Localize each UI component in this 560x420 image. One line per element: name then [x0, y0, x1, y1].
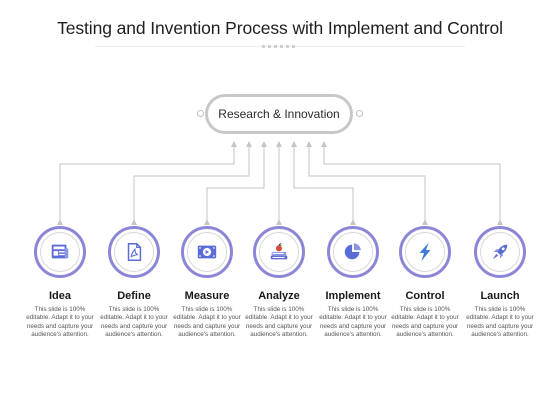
connector-idea: [57, 141, 237, 225]
step-control: Control This slide is 100% editable. Ada…: [389, 226, 461, 340]
step-description: This slide is 100% editable. Adapt it to…: [391, 306, 459, 339]
step-idea: Idea This slide is 100% editable. Adapt …: [24, 226, 96, 340]
step-ring: [108, 226, 160, 278]
step-description: This slide is 100% editable. Adapt it to…: [173, 306, 241, 339]
step-launch: Launch This slide is 100% editable. Adap…: [464, 226, 536, 340]
step-description: This slide is 100% editable. Adapt it to…: [100, 306, 168, 339]
step-description: This slide is 100% editable. Adapt it to…: [245, 306, 313, 339]
step-label: Define: [117, 290, 151, 302]
document-icon: [127, 243, 142, 261]
hub-research-innovation: Research & Innovation: [205, 94, 353, 134]
step-ring: [34, 226, 86, 278]
title-dots: [262, 45, 298, 48]
step-label: Idea: [48, 290, 71, 302]
step-measure: Measure This slide is 100% editable. Ada…: [171, 226, 243, 340]
step-ring: [327, 226, 379, 278]
step-ring: [181, 226, 233, 278]
hub-right-knob: [356, 110, 363, 117]
step-ring: [399, 226, 451, 278]
video-icon: [197, 245, 217, 259]
hub-left-knob: [197, 110, 204, 117]
rocket-icon: [492, 244, 508, 260]
step-label: Analyze: [258, 290, 300, 302]
step-description: This slide is 100% editable. Adapt it to…: [466, 306, 534, 339]
step-ring: [474, 226, 526, 278]
page-title: Testing and Invention Process with Imple…: [57, 18, 503, 38]
step-label: Control: [405, 290, 445, 302]
step-define: Define This slide is 100% editable. Adap…: [98, 226, 170, 340]
step-implement: Implement This slide is 100% editable. A…: [317, 226, 389, 340]
step-description: This slide is 100% editable. Adapt it to…: [319, 306, 387, 339]
books-apple-icon: [270, 243, 288, 260]
step-label: Measure: [184, 290, 230, 302]
pie-chart-icon: [344, 243, 361, 260]
lightning-icon: [419, 242, 431, 262]
step-analyze: Analyze This slide is 100% editable. Ada…: [243, 226, 315, 340]
connector-measure: [204, 141, 267, 225]
newspaper-icon: [51, 244, 69, 259]
connector-define: [131, 141, 252, 225]
connector-launch: [321, 141, 503, 225]
step-label: Implement: [325, 290, 381, 302]
step-description: This slide is 100% editable. Adapt it to…: [26, 306, 94, 339]
connector-control: [306, 141, 428, 225]
step-ring: [253, 226, 305, 278]
step-label: Launch: [480, 290, 520, 302]
